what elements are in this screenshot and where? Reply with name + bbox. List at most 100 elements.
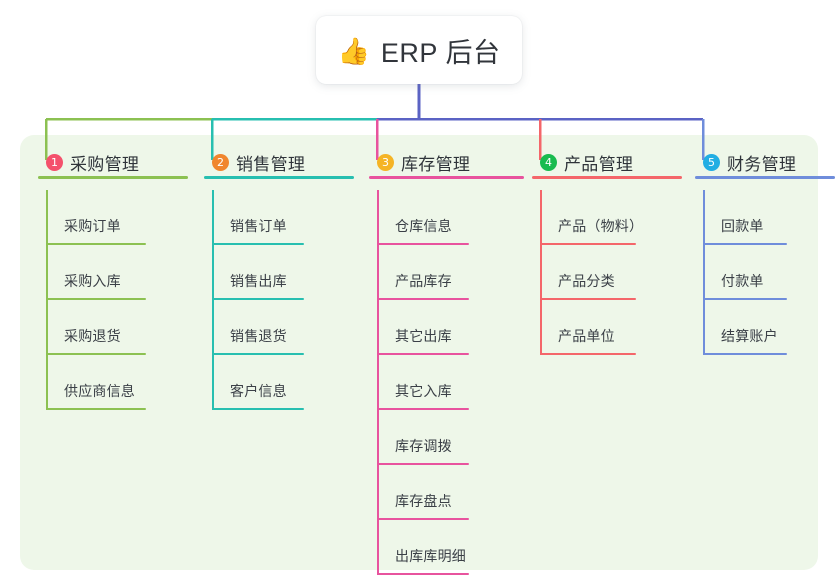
leaf-underline <box>212 408 304 410</box>
leaf-underline <box>46 408 146 410</box>
leaf-underline <box>703 353 787 355</box>
leaf-item[interactable]: 销售退货 <box>212 300 305 355</box>
leaf-underline <box>377 298 469 300</box>
leaf-item[interactable]: 其它出库 <box>377 300 470 355</box>
leaf-label: 库存调拨 <box>395 438 452 454</box>
leaf-underline <box>377 518 469 520</box>
branch-header-5[interactable]: 5 财务管理 <box>683 145 835 179</box>
leaf-label: 仓库信息 <box>395 218 452 234</box>
thumbs-up-icon: 👍 <box>337 35 370 66</box>
leaf-underline <box>212 353 304 355</box>
leaf-underline <box>212 298 304 300</box>
leaf-underline <box>540 243 636 245</box>
branch-badge-1: 1 <box>46 153 63 171</box>
branch-spine-2 <box>212 190 214 410</box>
branch-spine-1 <box>46 190 48 410</box>
branch-badge-4: 4 <box>540 153 557 171</box>
leaf-underline <box>46 353 146 355</box>
leaf-label: 销售出库 <box>230 273 287 289</box>
leaf-item[interactable]: 供应商信息 <box>46 355 146 410</box>
leaf-item[interactable]: 产品分类 <box>540 245 636 300</box>
leaf-list-3: 仓库信息产品库存其它出库其它入库库存调拨库存盘点出库库明细 <box>357 190 470 575</box>
leaf-label: 采购订单 <box>64 218 121 234</box>
branch-underline-1 <box>38 176 188 179</box>
leaf-label: 销售订单 <box>230 218 287 234</box>
leaf-item[interactable]: 采购退货 <box>46 300 146 355</box>
leaf-item[interactable]: 回款单 <box>703 190 796 245</box>
branch-spine-3 <box>377 190 379 575</box>
root-title: ERP 后台 <box>380 37 501 68</box>
leaf-item[interactable]: 其它入库 <box>377 355 470 410</box>
leaf-item[interactable]: 库存盘点 <box>377 465 470 520</box>
leaf-item[interactable]: 仓库信息 <box>377 190 470 245</box>
branch-title-5: 财务管理 <box>727 154 797 174</box>
leaf-label: 付款单 <box>721 273 764 289</box>
branch-title-2: 销售管理 <box>236 154 306 174</box>
branch-column-4: 4 产品管理产品（物料） 产品分类产品单位 <box>520 145 682 355</box>
leaf-label: 销售退货 <box>230 328 287 344</box>
leaf-item[interactable]: 产品单位 <box>540 300 636 355</box>
branch-underline-2 <box>204 176 354 179</box>
branch-title-3: 库存管理 <box>401 154 471 174</box>
leaf-label: 结算账户 <box>721 328 778 344</box>
branches-panel <box>20 135 818 570</box>
branch-badge-5: 5 <box>703 153 720 171</box>
leaf-item[interactable]: 产品（物料） <box>540 190 643 245</box>
leaf-underline <box>377 243 469 245</box>
leaf-underline <box>212 243 304 245</box>
leaf-underline <box>703 243 787 245</box>
leaf-item[interactable]: 销售出库 <box>212 245 305 300</box>
leaf-label: 供应商信息 <box>64 383 135 399</box>
leaf-item[interactable]: 库存调拨 <box>377 410 470 465</box>
leaf-label: 其它出库 <box>395 328 452 344</box>
leaf-list-1: 采购订单采购入库采购退货供应商信息 <box>26 190 146 410</box>
leaf-underline <box>46 243 146 245</box>
branch-column-2: 2 销售管理销售订单销售出库销售退货客户信息 <box>192 145 354 410</box>
leaf-underline <box>377 353 469 355</box>
leaf-underline <box>703 298 787 300</box>
leaf-underline <box>540 298 636 300</box>
branch-underline-3 <box>369 176 524 179</box>
leaf-label: 产品库存 <box>395 273 452 289</box>
branch-badge-2: 2 <box>212 153 229 171</box>
branch-underline-5 <box>695 176 835 179</box>
leaf-label: 其它入库 <box>395 383 452 399</box>
branch-header-2[interactable]: 2 销售管理 <box>192 145 354 179</box>
branch-underline-4 <box>532 176 682 179</box>
leaf-list-4: 产品（物料） 产品分类产品单位 <box>520 190 643 355</box>
leaf-list-2: 销售订单销售出库销售退货客户信息 <box>192 190 305 410</box>
leaf-underline <box>377 573 469 575</box>
leaf-item[interactable]: 销售订单 <box>212 190 305 245</box>
leaf-item[interactable]: 出库库明细 <box>377 520 470 575</box>
leaf-item[interactable]: 付款单 <box>703 245 796 300</box>
leaf-label: 采购退货 <box>64 328 121 344</box>
leaf-underline <box>540 353 636 355</box>
leaf-item[interactable]: 产品库存 <box>377 245 470 300</box>
leaf-label: 客户信息 <box>230 383 287 399</box>
root-node[interactable]: 👍 ERP 后台 <box>316 16 522 84</box>
leaf-list-5: 回款单付款单结算账户 <box>683 190 796 355</box>
leaf-item[interactable]: 采购订单 <box>46 190 146 245</box>
branch-header-4[interactable]: 4 产品管理 <box>520 145 682 179</box>
leaf-label: 出库库明细 <box>395 548 466 564</box>
leaf-underline <box>377 463 469 465</box>
leaf-label: 采购入库 <box>64 273 121 289</box>
leaf-item[interactable]: 采购入库 <box>46 245 146 300</box>
branch-spine-4 <box>540 190 542 355</box>
leaf-label: 产品（物料） <box>558 218 644 234</box>
leaf-item[interactable]: 客户信息 <box>212 355 305 410</box>
branch-column-5: 5 财务管理回款单付款单结算账户 <box>683 145 835 355</box>
leaf-label: 回款单 <box>721 218 764 234</box>
branch-title-4: 产品管理 <box>564 154 634 174</box>
branch-spine-5 <box>703 190 705 355</box>
leaf-underline <box>377 408 469 410</box>
leaf-label: 库存盘点 <box>395 493 452 509</box>
leaf-label: 产品分类 <box>558 273 615 289</box>
leaf-underline <box>46 298 146 300</box>
leaf-item[interactable]: 结算账户 <box>703 300 796 355</box>
